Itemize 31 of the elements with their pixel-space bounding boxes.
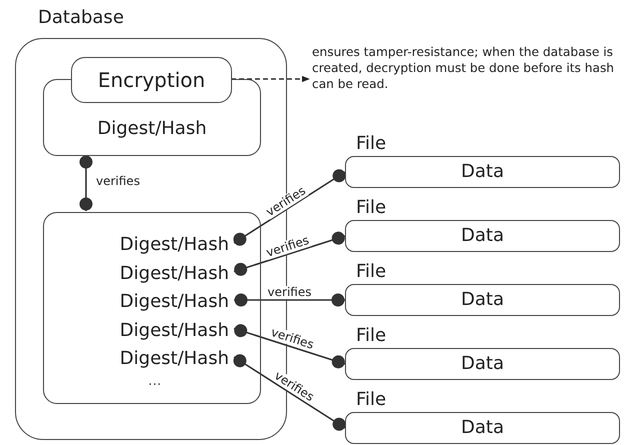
box-label: Data [460,161,505,182]
file-title: File [356,133,386,154]
hash-label: Digest/Hash [54,290,236,314]
hash-label: Digest/Hash [54,347,236,371]
connector [234,232,346,276]
connector [80,155,92,211]
file-title: File [356,325,386,346]
file-title: File [356,261,386,282]
hash-label: Digest/Hash [54,262,236,286]
note-text: ensures tamper-resistance; when the database is created, decryption must be done before its hash can be read. [312,44,630,114]
box-label: Data [460,353,505,374]
box-label: Digest/Hash [96,118,208,139]
box-label: Encryption [96,68,206,92]
file-title: File [356,389,386,410]
hash-label: Digest/Hash [54,318,236,342]
edge-label: verifies [266,286,312,299]
connector [233,354,346,431]
box-label: Data [460,289,505,310]
container-title: Database [38,7,124,28]
hash-list-box [43,212,261,404]
file-title: File [356,197,386,218]
box-label: Data [460,417,505,438]
dashed-arrow [231,76,310,82]
ellipsis: ... [148,373,162,389]
edge-label: verifies [96,175,140,188]
connector [233,169,346,246]
encryption-box [71,57,232,103]
box-label: Data [460,225,505,246]
connector [234,294,345,306]
connector [234,324,346,368]
hash-label: Digest/Hash [54,233,236,257]
